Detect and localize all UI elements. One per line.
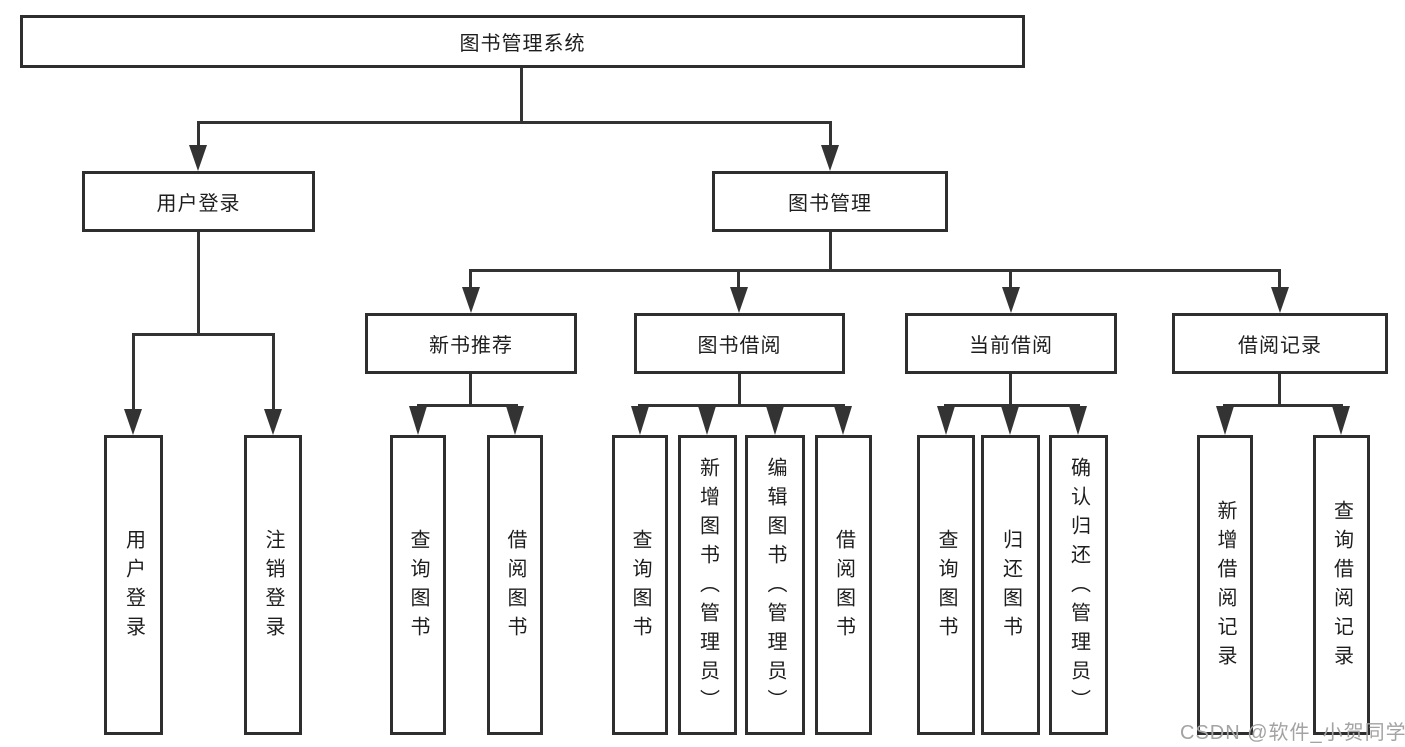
connector-user-login-stem [197,121,200,147]
connector-root-bar [197,121,832,124]
arrow-nb-borrow [506,406,524,435]
leaf-logout: 注销登录 [244,435,302,735]
leaf-bb-query-books-label: 查询图书 [629,529,651,645]
leaf-bb-borrow-books: 借阅图书 [815,435,872,735]
connector-current-bar [944,404,1080,407]
arrow-to-records [1271,287,1289,313]
leaf-cb-query-books: 查询图书 [917,435,975,735]
leaf-bb-add-books-admin: 新增图书（管理员） [678,435,737,735]
connector-records-stem [1278,269,1281,289]
node-borrowing-records-label: 借阅记录 [1238,335,1322,357]
arrow-bb-add [698,406,716,435]
arrow-to-user-login [189,145,207,171]
leaf-nb-query-books: 查询图书 [390,435,446,735]
leaf-br-add-record-label: 新增借阅记录 [1214,500,1236,674]
leaf-nb-query-books-label: 查询图书 [407,529,429,645]
node-root: 图书管理系统 [20,15,1025,68]
leaf-br-query-record: 查询借阅记录 [1313,435,1370,735]
connector-user-login-down [197,232,200,335]
leaf-br-query-record-label: 查询借阅记录 [1330,500,1353,674]
leaf-cb-query-books-label: 查询图书 [935,529,957,645]
node-book-mgmt: 图书管理 [712,171,948,232]
connector-borrowing-stem [737,269,740,289]
node-root-label: 图书管理系统 [459,33,586,55]
node-borrowing-records: 借阅记录 [1172,313,1388,374]
arrow-to-new-books [462,287,480,313]
arrow-br-query [1332,406,1350,435]
node-user-login-label: 用户登录 [156,193,241,215]
connector-book-mgmt-down [829,232,832,272]
connector-records-down [1278,374,1281,407]
arrow-br-add [1216,406,1234,435]
node-current-borrowing-label: 当前借阅 [969,335,1053,357]
arrow-to-current [1002,287,1020,313]
node-book-borrowing-label: 图书借阅 [697,335,782,357]
node-user-login: 用户登录 [82,171,315,232]
arrow-to-borrowing [730,287,748,313]
leaf-user-login: 用户登录 [104,435,163,735]
node-new-books-label: 新书推荐 [429,335,513,357]
node-book-borrowing: 图书借阅 [634,313,845,374]
leaf-nb-borrow-books-label: 借阅图书 [504,529,526,645]
connector-leaf-logout-stem [272,333,275,411]
arrow-cb-return [1001,406,1019,435]
leaf-bb-edit-books-admin: 编辑图书（管理员） [745,435,805,735]
leaf-cb-return-books-label: 归还图书 [999,529,1022,645]
connector-current-stem [1009,269,1012,289]
arrow-to-book-mgmt [821,145,839,171]
connector-records-bar [1223,404,1343,407]
connector-new-books-bar [417,404,518,407]
leaf-bb-add-books-admin-label: 新增图书（管理员） [696,456,719,718]
leaf-br-add-record: 新增借阅记录 [1197,435,1253,735]
node-new-books: 新书推荐 [365,313,577,374]
connector-new-books-down [469,374,472,407]
connector-borrowing-down [738,374,741,407]
node-book-mgmt-label: 图书管理 [788,193,872,215]
connector-user-login-bar [132,333,275,336]
node-current-borrowing: 当前借阅 [905,313,1117,374]
arrow-to-leaf-logout [264,409,282,435]
arrow-to-leaf-login [124,409,142,435]
leaf-nb-borrow-books: 借阅图书 [487,435,543,735]
arrow-cb-confirm [1069,406,1087,435]
connector-root-stem [520,68,523,121]
connector-borrowing-bar [638,404,845,407]
leaf-logout-label: 注销登录 [262,529,284,645]
arrow-bb-edit [766,406,784,435]
arrow-bb-query [631,406,649,435]
leaf-bb-borrow-books-label: 借阅图书 [832,529,855,645]
connector-leaf-login-stem [132,333,135,411]
leaf-bb-edit-books-admin-label: 编辑图书（管理员） [764,456,786,718]
leaf-bb-query-books: 查询图书 [612,435,668,735]
leaf-cb-confirm-return-admin-label: 确认归还（管理员） [1067,456,1090,718]
connector-new-books-stem [469,269,472,289]
connector-book-mgmt-bar [470,269,1281,272]
leaf-cb-return-books: 归还图书 [981,435,1040,735]
leaf-cb-confirm-return-admin: 确认归还（管理员） [1049,435,1108,735]
arrow-bb-borrow [834,406,852,435]
leaf-user-login-label: 用户登录 [122,529,145,645]
arrow-nb-query [409,406,427,435]
connector-current-down [1009,374,1012,407]
connector-book-mgmt-stem [829,121,832,147]
csdn-watermark: CSDN @软件_小贺同学 [1180,722,1405,744]
arrow-cb-query [937,406,955,435]
